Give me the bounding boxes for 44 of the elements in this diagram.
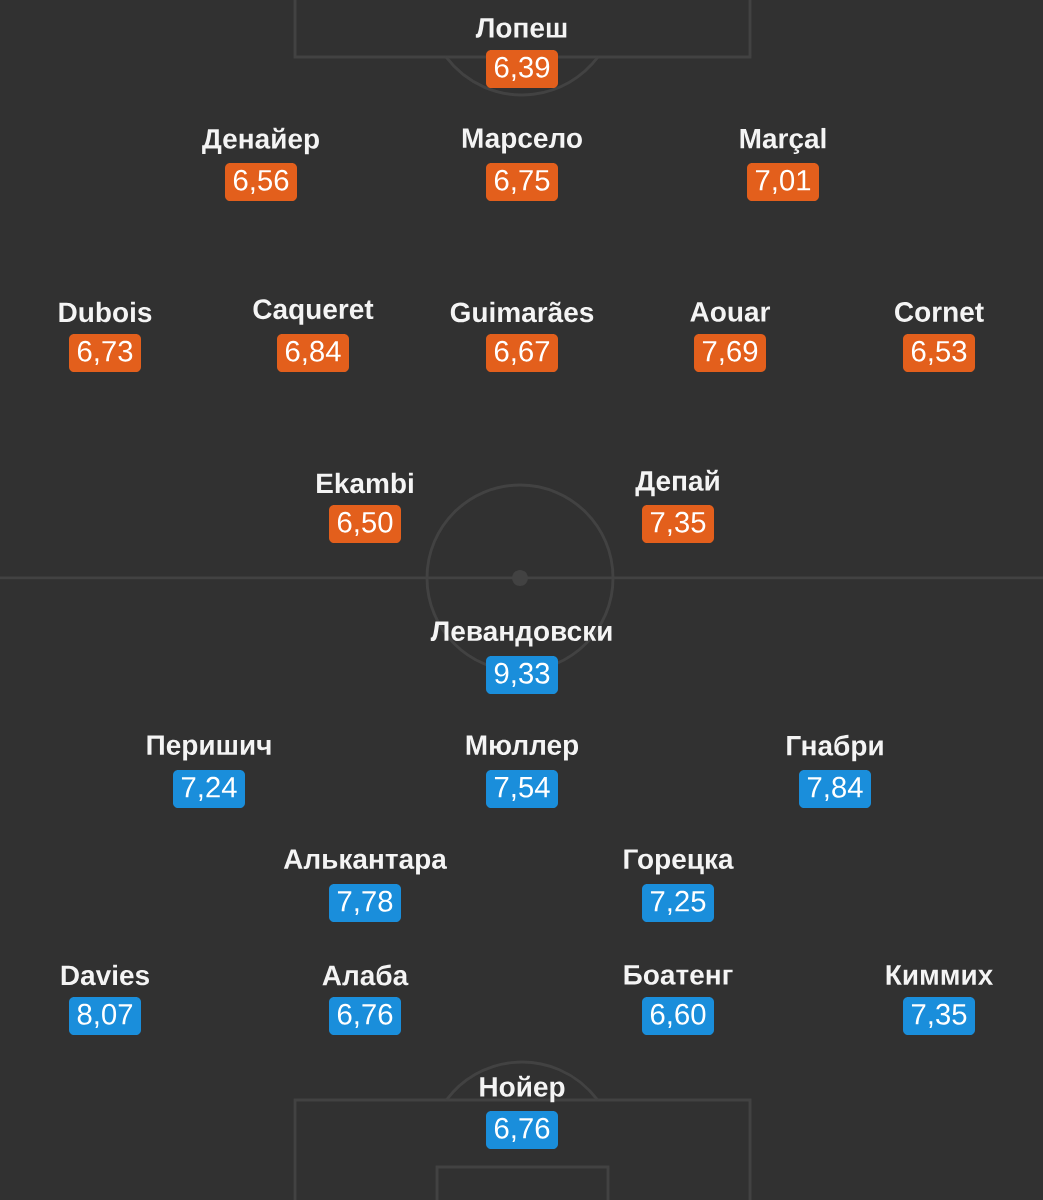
player-name: Горецка [624, 849, 734, 875]
rating-badge: 6,39 [486, 50, 558, 88]
player-name: Guimarães [450, 301, 594, 323]
rating-badge: 6,76 [486, 1111, 558, 1149]
player-name: Лопеш [475, 18, 567, 38]
player-name: Перишич [147, 735, 271, 761]
rating-badge: 6,76 [329, 997, 401, 1035]
rating-badge: 7,78 [329, 884, 401, 922]
player-name: Левандовски [430, 621, 612, 647]
rating-badge: 7,24 [173, 770, 245, 808]
rating-badge: 6,53 [903, 334, 975, 372]
player-name: Dubois [59, 301, 152, 323]
rating-badge: 8,07 [69, 997, 141, 1035]
rating-badge: 6,84 [277, 334, 349, 372]
player-name: Денайер [202, 127, 319, 155]
player-name: Депай [635, 469, 719, 497]
player-name: Алькантара [283, 849, 447, 875]
rating-badge: 7,84 [799, 770, 871, 808]
rating-badge: 7,35 [642, 505, 714, 543]
player-name: Marçal [740, 127, 826, 155]
rating-badge: 7,01 [747, 163, 819, 201]
player-name: Киммих [886, 965, 994, 985]
player-name: Гнабри [787, 734, 883, 762]
rating-badge: 7,25 [642, 884, 714, 922]
rating-badge: 6,67 [486, 334, 558, 372]
rating-badge: 6,73 [69, 334, 141, 372]
player-name: Боатенг [624, 965, 733, 985]
player-name: Нойер [480, 1075, 565, 1103]
rating-badge: 7,35 [903, 997, 975, 1035]
player-name: Cornet [895, 302, 984, 322]
player-name: Марсело [462, 128, 582, 154]
rating-badge: 6,56 [225, 163, 297, 201]
rating-badge: 6,60 [642, 997, 714, 1035]
player-name: Ekambi [317, 472, 413, 494]
rating-badge: 9,33 [486, 656, 558, 694]
rating-badge: 7,69 [694, 334, 766, 372]
player-name: Алаба [322, 964, 409, 986]
player-name: Мюллер [466, 735, 579, 761]
rating-badge: 7,54 [486, 770, 558, 808]
rating-badge: 6,50 [329, 505, 401, 543]
player-name: Caqueret [253, 299, 374, 325]
player-name: Aouar [690, 302, 771, 322]
rating-badge: 6,75 [486, 163, 558, 201]
player-name: Davies [61, 964, 149, 986]
